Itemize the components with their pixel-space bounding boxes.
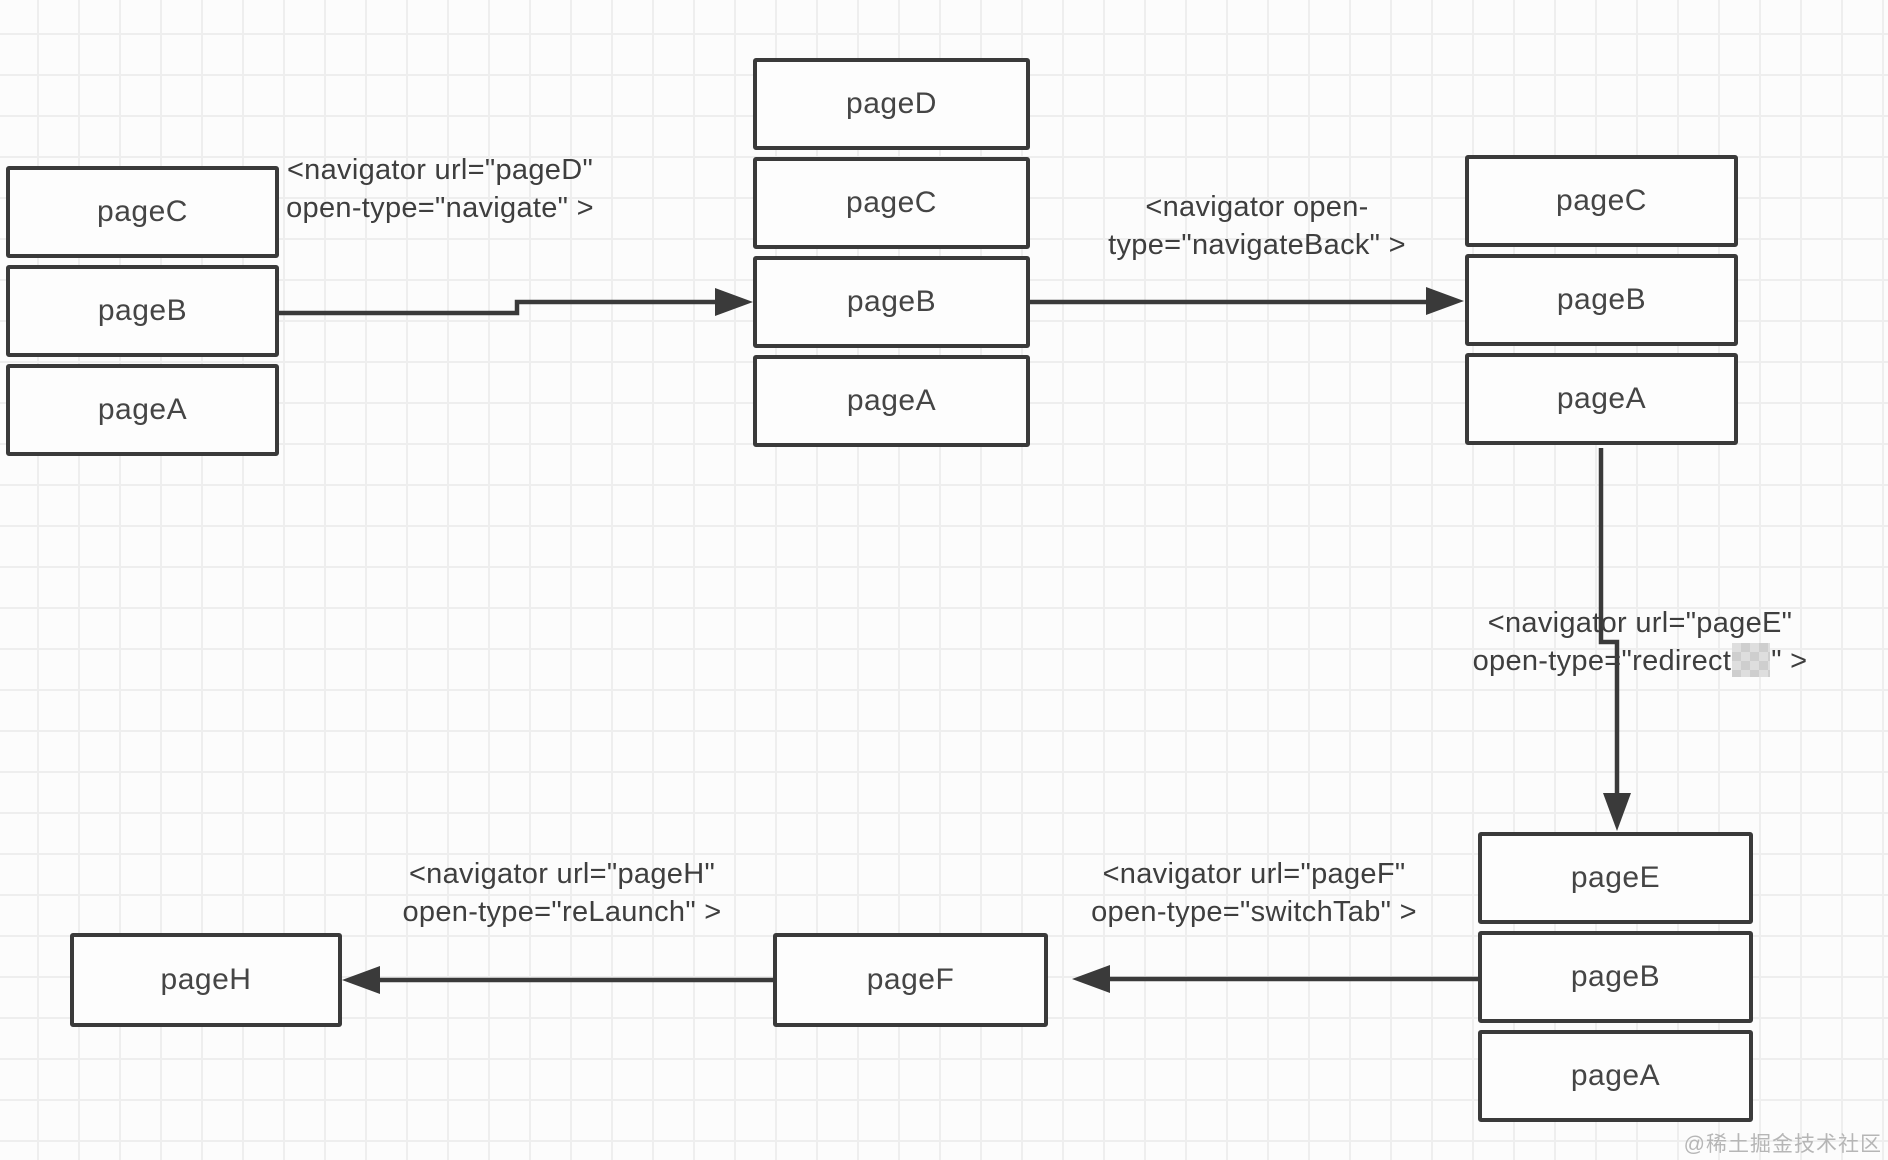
watermark: @稀土掘金技术社区 — [1683, 1133, 1882, 1156]
page-box-relaunch-target: pageH — [70, 933, 342, 1027]
label-line: type="navigateBack" > — [1108, 229, 1406, 261]
page-label: pageB — [1570, 960, 1661, 993]
page-box: pageE — [1478, 832, 1753, 924]
page-box: pageC — [6, 166, 279, 258]
arrow-navigate-back-head — [1426, 287, 1464, 315]
arrow-switch-tab — [1072, 965, 1478, 993]
page-box: pageA — [1478, 1030, 1753, 1122]
page-label: pageA — [97, 393, 188, 426]
label-navigate-back: <navigator open- type="navigateBack" > — [997, 188, 1517, 264]
page-label: pageC — [846, 186, 937, 219]
page-label: pageC — [1556, 184, 1647, 217]
mosaic-blur-patch — [1732, 643, 1771, 677]
page-box: pageC — [753, 157, 1030, 249]
page-label: pageA — [1556, 382, 1647, 415]
page-box: pageB — [1465, 254, 1738, 346]
page-box-switch-tab-target: pageF — [773, 933, 1048, 1027]
label-line: open-type="redirect " > — [1380, 642, 1888, 680]
label-line-part: " > — [1771, 645, 1808, 677]
arrow-switch-tab-head — [1072, 965, 1110, 993]
label-line: <navigator url="pageH" — [408, 858, 716, 890]
page-box: pageB — [753, 256, 1030, 348]
page-box: pageA — [1465, 353, 1738, 445]
page-label: pageC — [97, 195, 188, 228]
label-line: <navigator url="pageE" — [1487, 607, 1793, 639]
page-box: pageC — [1465, 155, 1738, 247]
page-label: pageD — [846, 87, 937, 120]
label-relaunch: <navigator url="pageH" open-type="reLaun… — [302, 855, 822, 931]
page-label: pageE — [1570, 861, 1661, 894]
label-line-part: open-type="redirect — [1472, 645, 1732, 677]
page-box: pageA — [6, 364, 279, 456]
page-label: pageF — [866, 963, 955, 996]
arrow-relaunch — [342, 966, 773, 994]
stack-after-redirect: pageE pageB pageA — [1478, 832, 1753, 1122]
arrow-navigate-head — [715, 288, 753, 316]
arrow-navigate-back — [1030, 287, 1464, 315]
page-label: pageH — [160, 963, 252, 996]
page-label: pageB — [846, 285, 937, 318]
page-box: pageB — [6, 265, 279, 357]
label-navigate: <navigator url="pageD" open-type="naviga… — [180, 151, 700, 227]
arrow-navigate — [279, 288, 753, 316]
page-box: pageB — [1478, 931, 1753, 1023]
label-line: open-type="switchTab" > — [1091, 896, 1417, 928]
page-box: pageA — [753, 355, 1030, 447]
stack-initial: pageC pageB pageA — [6, 166, 279, 456]
label-switch-tab: <navigator url="pageF" open-type="switch… — [994, 855, 1514, 931]
label-line: <navigator url="pageD" — [286, 154, 594, 186]
stack-after-navigate: pageD pageC pageB pageA — [753, 58, 1030, 447]
label-line: <navigator open- — [1145, 191, 1369, 223]
label-line: open-type="navigate" > — [286, 192, 594, 224]
page-label: pageB — [1556, 283, 1647, 316]
arrow-redirect-head — [1603, 793, 1631, 831]
label-line: <navigator url="pageF" — [1102, 858, 1406, 890]
page-label: pageB — [97, 294, 188, 327]
stack-after-navigate-back: pageC pageB pageA — [1465, 155, 1738, 445]
page-label: pageA — [1570, 1059, 1661, 1092]
page-box: pageD — [753, 58, 1030, 150]
arrow-relaunch-head — [342, 966, 380, 994]
label-line: open-type="reLaunch" > — [402, 896, 722, 928]
page-label: pageA — [846, 384, 937, 417]
label-redirect: <navigator url="pageE" open-type="redire… — [1380, 604, 1888, 680]
